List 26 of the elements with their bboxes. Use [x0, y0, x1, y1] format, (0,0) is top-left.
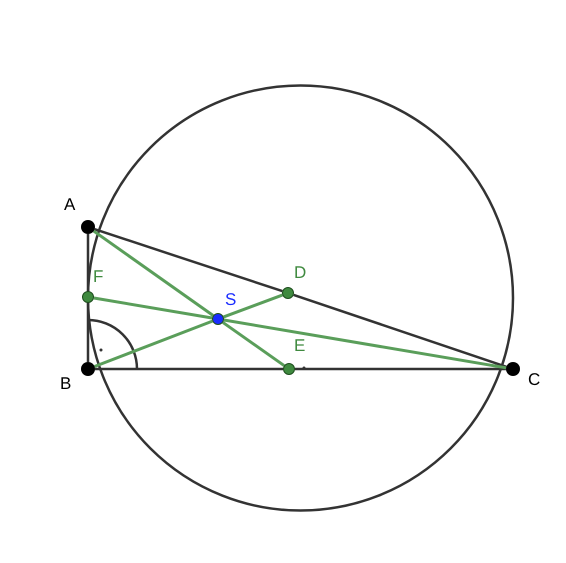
point-marker — [212, 313, 224, 325]
median-line — [223, 294, 283, 318]
point-marker — [283, 363, 295, 375]
median-line — [94, 320, 213, 368]
median-line — [224, 318, 506, 370]
median-line — [92, 230, 214, 317]
triangle-side — [95, 368, 283, 370]
point-label: D — [294, 264, 306, 281]
point-label: B — [60, 375, 72, 392]
point-label: A — [64, 196, 76, 213]
median-line — [222, 321, 285, 367]
triangle-side — [86, 303, 90, 362]
point-marker — [81, 362, 95, 376]
point-label: S — [225, 291, 236, 308]
median-line — [94, 296, 212, 320]
triangle-side — [295, 368, 506, 370]
triangle-side — [293, 294, 507, 368]
point-label: E — [294, 337, 306, 354]
point-marker — [82, 291, 94, 303]
point-label: C — [528, 371, 540, 388]
point-label: F — [93, 268, 104, 285]
triangle-side — [86, 234, 90, 291]
point-marker — [506, 362, 520, 376]
point-marker — [81, 220, 95, 234]
triangle-side — [94, 228, 283, 292]
point-marker — [282, 287, 294, 299]
